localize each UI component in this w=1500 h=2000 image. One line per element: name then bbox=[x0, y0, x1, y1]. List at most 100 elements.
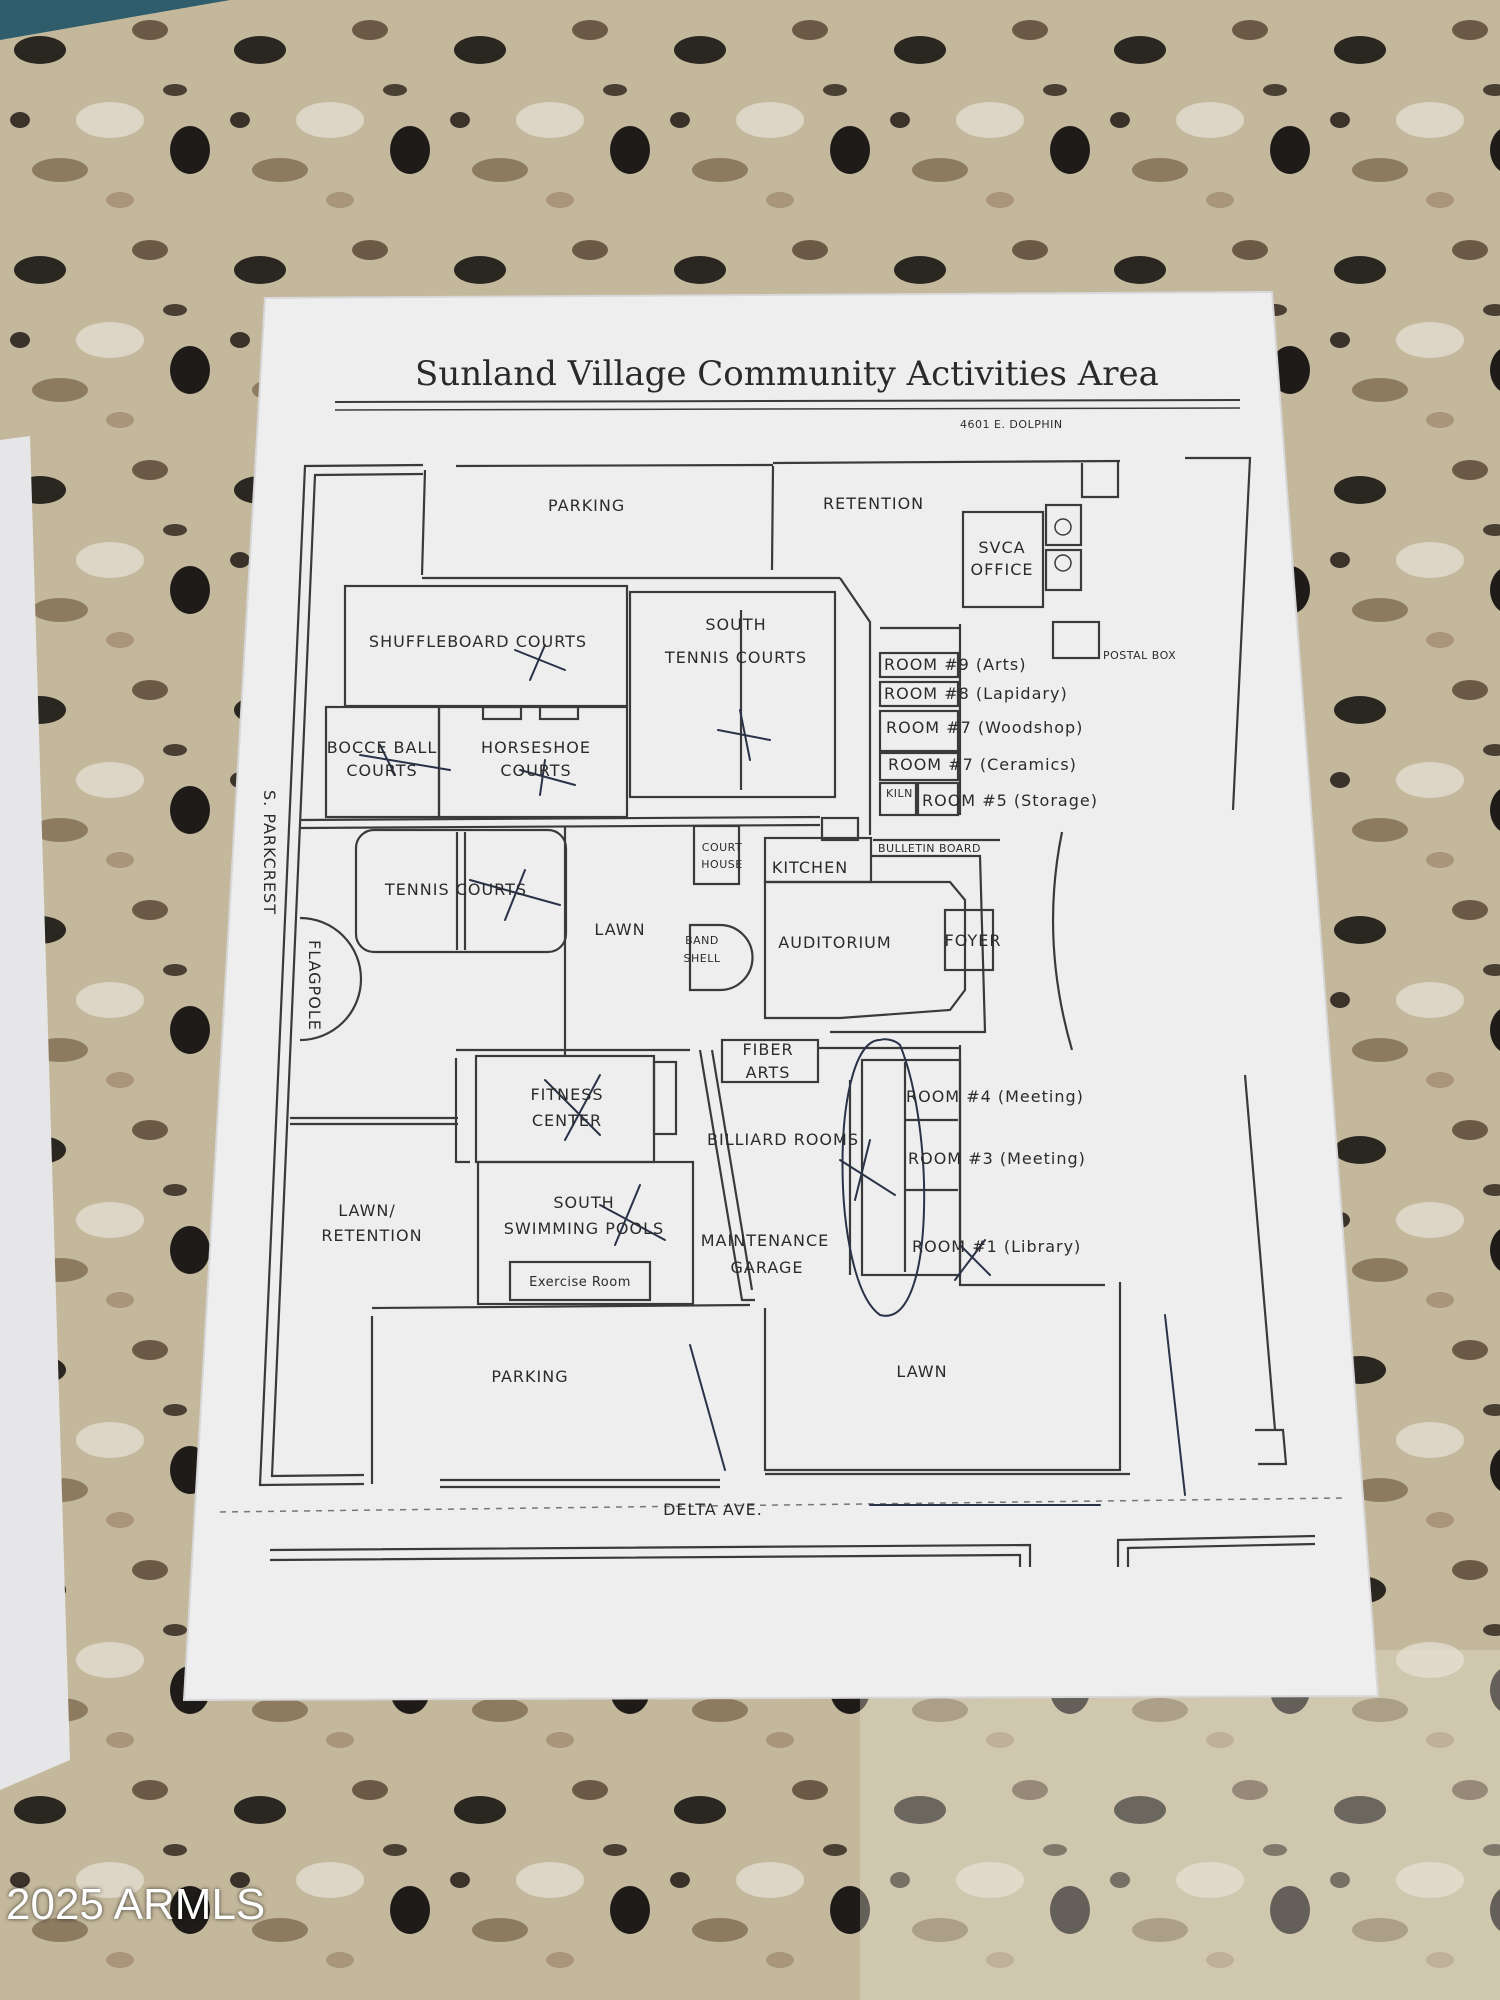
horseshoe-courts bbox=[437, 705, 629, 819]
label-fitness-1: FITNESS bbox=[530, 1085, 603, 1104]
room-7-ceramics bbox=[878, 751, 960, 782]
pen-mark-pools bbox=[599, 1184, 666, 1246]
room-8 bbox=[878, 680, 960, 708]
svca-office-restroom-1 bbox=[1044, 503, 1083, 547]
label-fiber-1: FIBER bbox=[742, 1040, 793, 1059]
auditorium bbox=[763, 880, 967, 1020]
label-band-2: SHELL bbox=[684, 952, 721, 965]
pen-mark-south-tennis bbox=[717, 709, 771, 761]
second-paper-edge bbox=[0, 436, 70, 1790]
label-horseshoe-1: HORSESHOE bbox=[481, 738, 591, 757]
label-foyer: FOYER bbox=[945, 931, 1002, 950]
label-delta-ave: DELTA AVE. bbox=[663, 1500, 763, 1519]
label-room-7-woodshop: ROOM #7 (Woodshop) bbox=[886, 718, 1083, 737]
parking-north-divider bbox=[420, 469, 427, 576]
parking-retention-divider bbox=[770, 465, 775, 571]
label-room-5: ROOM #5 (Storage) bbox=[922, 791, 1098, 810]
label-bocce-1: BOCCE BALL bbox=[327, 738, 438, 757]
label-court-house-1: COURT bbox=[702, 841, 742, 854]
address: 4601 E. DOLPHIN bbox=[960, 418, 1063, 431]
court-house bbox=[692, 824, 741, 886]
label-band-1: BAND bbox=[685, 934, 719, 947]
west-boundary-inner bbox=[270, 472, 424, 1478]
west-boundary bbox=[258, 463, 424, 1487]
dark-card-corner bbox=[0, 0, 230, 40]
label-retention: RETENTION bbox=[823, 494, 924, 513]
label-room-1: ROOM #1 (Library) bbox=[912, 1237, 1081, 1256]
map-title: Sunland Village Community Activities Are… bbox=[415, 354, 1159, 394]
delta-south-left-2 bbox=[269, 1553, 1022, 1567]
label-billiard-rooms: BILLIARD ROOMS bbox=[707, 1130, 859, 1149]
south-swimming-pools bbox=[476, 1160, 695, 1306]
north-line-parking bbox=[455, 463, 774, 468]
title-underline-2 bbox=[334, 407, 1241, 411]
pen-mark-tennis bbox=[469, 869, 561, 921]
east-canopy bbox=[1051, 831, 1074, 1051]
label-horseshoe-2: COURTS bbox=[500, 761, 571, 780]
label-room-7-ceramics: ROOM #7 (Ceramics) bbox=[888, 755, 1077, 774]
label-fiber-2: ARTS bbox=[746, 1063, 791, 1082]
label-room-8: ROOM #8 (Lapidary) bbox=[884, 684, 1068, 703]
pen-mark-horseshoe bbox=[519, 759, 576, 796]
svca-office-building bbox=[961, 510, 1045, 609]
label-lawn-mid: LAWN bbox=[594, 920, 645, 939]
maintenance-garage-2 bbox=[710, 1049, 754, 1291]
light-patch bbox=[860, 1650, 1500, 2000]
north-line-retention bbox=[772, 459, 1121, 465]
title-underline-1 bbox=[334, 399, 1241, 403]
room-9 bbox=[878, 651, 960, 679]
label-maintenance-1: MAINTENANCE bbox=[701, 1231, 829, 1250]
pool-south-line bbox=[371, 1303, 751, 1310]
pen-stroke-parking bbox=[689, 1344, 726, 1471]
south-tennis-courts bbox=[628, 590, 837, 799]
label-bulletin-board: BULLETIN BOARD bbox=[878, 842, 981, 855]
delta-south-right bbox=[1116, 1534, 1316, 1567]
foyer bbox=[943, 908, 995, 972]
drive-to-rooms bbox=[839, 577, 872, 835]
label-tennis-courts: TENNIS COURTS bbox=[384, 880, 527, 899]
fiber-arts bbox=[720, 1038, 820, 1084]
label-room-3: ROOM #3 (Meeting) bbox=[908, 1149, 1086, 1168]
svca-outline bbox=[1080, 462, 1120, 499]
pen-mark-shuffleboard bbox=[514, 644, 566, 681]
label-auditorium: AUDITORIUM bbox=[778, 933, 891, 952]
pen-oval-rooms bbox=[841, 1038, 926, 1317]
kiln bbox=[878, 781, 918, 817]
toilet-icon-2 bbox=[1054, 554, 1072, 572]
exercise-room bbox=[508, 1260, 652, 1302]
label-svca-2: OFFICE bbox=[971, 560, 1034, 579]
svca-office-restroom-2 bbox=[1044, 548, 1083, 592]
horseshoe-notch-2 bbox=[538, 705, 580, 721]
label-pools-2: SWIMMING POOLS bbox=[504, 1219, 664, 1238]
foyer-wing bbox=[830, 854, 987, 1034]
label-svca-1: SVCA bbox=[978, 538, 1025, 557]
toilet-icon-1 bbox=[1054, 518, 1072, 536]
label-lawn-bottom: LAWN bbox=[896, 1362, 947, 1381]
label-south-tennis-1: SOUTH bbox=[705, 615, 766, 634]
watermark: 2025 ARMLS bbox=[6, 1880, 266, 1929]
pen-mark-bocce bbox=[359, 744, 451, 776]
delta-south-left bbox=[269, 1543, 1032, 1567]
postal-box bbox=[1051, 620, 1101, 660]
fitness-center-side bbox=[652, 1060, 678, 1136]
room-5-storage bbox=[916, 781, 960, 817]
fitness-outline bbox=[454, 1058, 470, 1164]
delta-south-right-2 bbox=[1126, 1542, 1316, 1567]
label-pools-1: SOUTH bbox=[553, 1193, 614, 1212]
band-shell bbox=[688, 923, 754, 992]
label-postal-box: POSTAL BOX bbox=[1103, 649, 1176, 662]
label-lawn-retention-2: RETENTION bbox=[321, 1226, 422, 1245]
label-room-4: ROOM #4 (Meeting) bbox=[906, 1087, 1084, 1106]
label-exercise-room: Exercise Room bbox=[529, 1275, 631, 1290]
label-fitness-2: CENTER bbox=[532, 1111, 602, 1130]
label-shuffleboard: SHUFFLEBOARD COURTS bbox=[369, 632, 587, 651]
label-kitchen: KITCHEN bbox=[772, 858, 848, 877]
label-lawn-retention-1: LAWN/ bbox=[338, 1201, 396, 1220]
flagpole-area bbox=[299, 916, 363, 1042]
north-right bbox=[1185, 456, 1252, 811]
label-parking-top: PARKING bbox=[548, 496, 625, 515]
pen-mark-fitness bbox=[544, 1074, 601, 1141]
paper-sheet bbox=[182, 290, 1380, 1702]
pen-stroke-east bbox=[1164, 1314, 1186, 1496]
east-line bbox=[1243, 1074, 1277, 1431]
